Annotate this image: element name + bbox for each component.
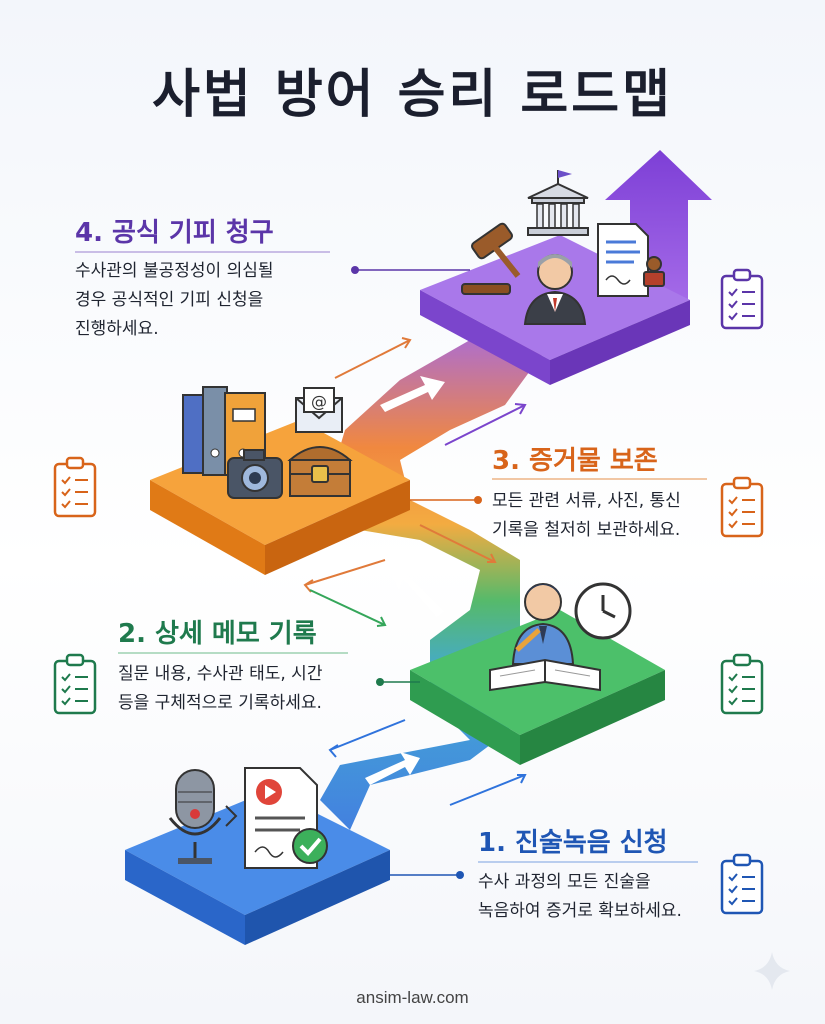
step-4-desc-line-2: 경우 공식적인 기피 신청을: [75, 290, 264, 310]
lock-chest-icon: [287, 446, 353, 497]
step-1-title: 1. 진술녹음 신청: [478, 828, 668, 858]
leader-lines: [351, 266, 482, 879]
step-2-description: 질문 내용, 수사관 태도, 시간 등을 구체적으로 기록하세요.: [118, 660, 322, 718]
step-4-desc-line-1: 수사관의 불공정성이 의심될: [75, 261, 274, 281]
connecting-path: [320, 320, 560, 830]
step-3-rule: [492, 478, 707, 480]
camera-icon: [227, 449, 283, 499]
stamped-document-icon: [597, 223, 665, 297]
flow-arrows: [303, 337, 527, 806]
step-2-title: 2. 상세 메모 기록: [118, 619, 317, 649]
step-1-desc-line-1: 수사 과정의 모든 진술을: [478, 872, 651, 892]
step-3-desc-line-1: 모든 관련 서류, 사진, 통신: [492, 491, 681, 511]
step-2-desc-line-2: 등을 구체적으로 기록하세요.: [118, 693, 322, 713]
gavel-icon: [461, 222, 521, 295]
person-writing-icon: [511, 583, 575, 665]
clipboard-checklist-icon: [53, 456, 97, 518]
step-1-description: 수사 과정의 모든 진술을 녹음하여 증거로 확보하세요.: [478, 868, 682, 926]
path-arrows: [365, 376, 445, 785]
step-1-desc-line-2: 녹음하여 증거로 확보하세요.: [478, 901, 682, 921]
email-icon: @: [295, 387, 343, 433]
step-3-description: 모든 관련 서류, 사진, 통신 기록을 철저히 보관하세요.: [492, 487, 681, 545]
page-title: 사법 방어 승리 로드맵: [152, 65, 673, 125]
step-1-rule: [478, 861, 698, 863]
binders-icon: [182, 386, 266, 476]
step-4-desc-line-3: 진행하세요.: [75, 319, 159, 339]
notebook-icon: [489, 658, 601, 692]
step-4-description: 수사관의 불공정성이 의심될 경우 공식적인 기피 신청을 진행하세요.: [75, 257, 274, 344]
check-badge-icon: [292, 828, 328, 864]
footer-website: ansim-law.com: [356, 988, 469, 1007]
step-2-rule: [118, 652, 348, 654]
clipboard-checklist-icon: [53, 653, 97, 715]
clipboard-checklist-icon: [720, 653, 764, 715]
clock-icon: [574, 582, 632, 640]
svg-text:@: @: [311, 392, 327, 411]
courthouse-icon: [527, 170, 589, 236]
judge-icon: [523, 254, 587, 325]
step-4-rule: [75, 251, 330, 253]
sparkle-icon: [754, 952, 790, 990]
clipboard-checklist-icon: [720, 853, 764, 915]
step-2-desc-line-1: 질문 내용, 수사관 태도, 시간: [118, 664, 323, 684]
clipboard-checklist-icon: [720, 476, 764, 538]
step-3-desc-line-2: 기록을 철저히 보관하세요.: [492, 520, 681, 540]
clipboard-checklist-icon: [720, 268, 764, 330]
step-4-title: 4. 공식 기피 청구: [75, 218, 274, 248]
microphone-icon: [168, 769, 222, 864]
step-3-title: 3. 증거물 보존: [492, 446, 658, 476]
